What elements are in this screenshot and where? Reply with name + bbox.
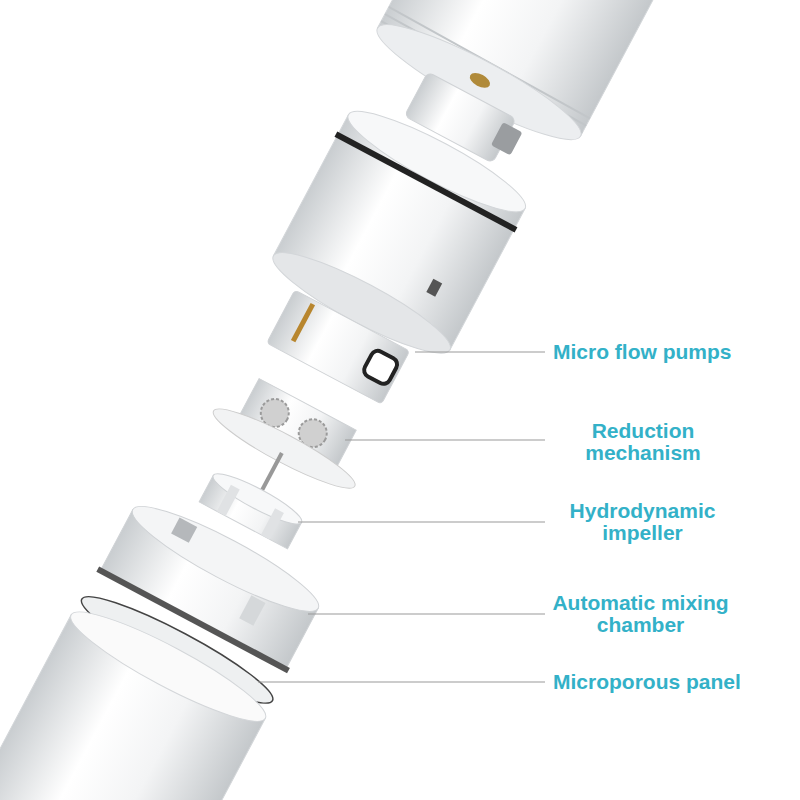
impeller-top — [209, 467, 307, 532]
leader-lines — [258, 352, 545, 682]
pump-seal — [362, 348, 400, 386]
impeller-blade — [261, 508, 284, 539]
impeller-blade — [217, 485, 240, 516]
gear-block — [185, 367, 378, 539]
leader-line — [298, 521, 545, 522]
leader-line — [258, 681, 545, 682]
cylinder-slot — [426, 279, 442, 297]
chamber-notch — [239, 595, 265, 625]
leader-line — [345, 439, 545, 440]
part-label: Automatic mixing chamber — [538, 592, 743, 636]
part-label: Microporous panel — [553, 671, 793, 693]
leader-line — [308, 613, 545, 614]
part-label: Hydrodynamic impeller — [540, 500, 745, 544]
chamber-top — [123, 492, 327, 626]
leader-line — [415, 351, 545, 352]
brass-port — [467, 70, 492, 91]
pump-block — [267, 290, 410, 404]
brass-pin — [291, 303, 315, 342]
cylinder-top — [339, 97, 534, 226]
bottom-top — [62, 597, 275, 736]
bottom-cylinder — [0, 597, 275, 800]
o-ring — [334, 131, 517, 232]
part-label: Reduction mechanism — [543, 420, 743, 464]
pump-body — [267, 290, 410, 404]
valve-spring — [491, 122, 523, 155]
part-label: Micro flow pumps — [553, 341, 793, 363]
chamber-notch — [171, 518, 197, 543]
